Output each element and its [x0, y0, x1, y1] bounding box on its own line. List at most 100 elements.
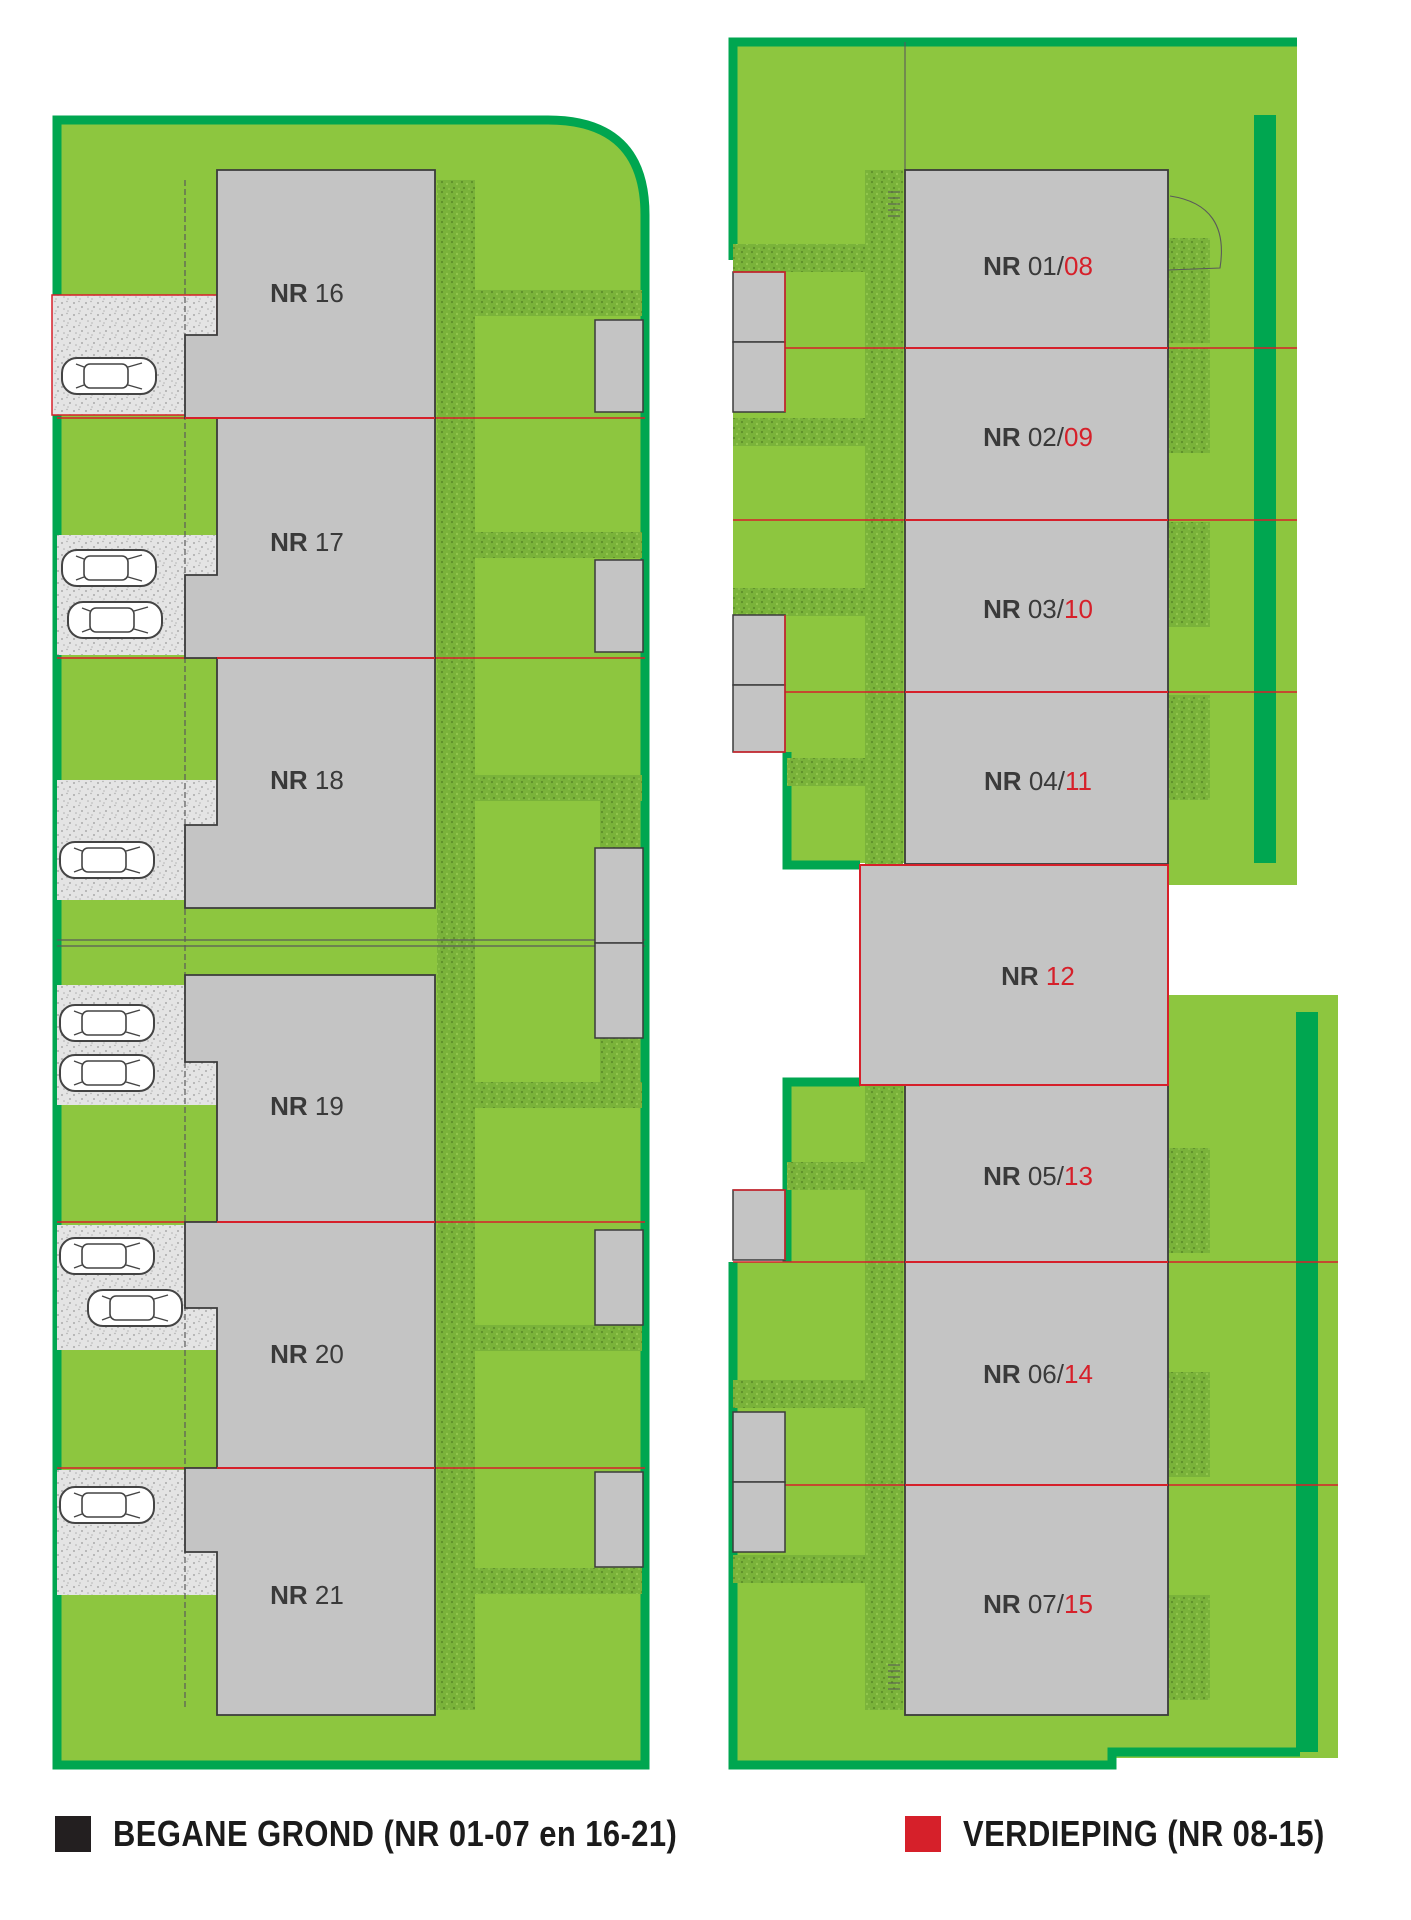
house-footprint — [904, 1084, 1169, 1263]
unit-ground-number: 21 — [315, 1580, 344, 1610]
right-red-separators — [905, 347, 1168, 1486]
unit-label: NR 19 — [270, 1091, 344, 1121]
right-hedge-rows — [1254, 115, 1318, 1752]
unit-label: NR 03/10 — [983, 594, 1093, 624]
left-lawn — [57, 120, 645, 1765]
unit-ground-number: 17 — [315, 527, 344, 557]
unit-prefix: NR — [983, 1359, 1028, 1389]
unit-prefix: NR — [983, 1589, 1028, 1619]
unit-prefix: NR — [270, 1339, 315, 1369]
shed — [732, 1481, 786, 1553]
shed — [732, 684, 786, 753]
right-block: NR 01/08 NR 02/09 NR 03/10 NR 04/11 NR 12 NR … — [728, 37, 1338, 1770]
shed — [594, 942, 644, 1039]
house-footprint-upper — [859, 864, 1169, 1086]
legend-ground-label: BEGANE GROND (NR 01-07 en 16-21) — [113, 1813, 678, 1854]
unit-prefix: NR — [983, 422, 1028, 452]
stair-marks — [888, 191, 900, 1690]
car-icon — [67, 601, 163, 639]
unit-upper-number: 15 — [1064, 1589, 1093, 1619]
unit-ground-number: 18 — [315, 765, 344, 795]
shed — [594, 559, 644, 653]
right-grey-lines — [904, 42, 1222, 271]
unit-upper-number: 13 — [1064, 1161, 1093, 1191]
unit-ground-number: 07 — [1028, 1589, 1057, 1619]
unit-label: NR 17 — [270, 527, 344, 557]
car-icon — [59, 1054, 155, 1092]
unit-ground-number: 16 — [315, 278, 344, 308]
shed — [732, 341, 786, 413]
unit-label: NR 16 — [270, 278, 344, 308]
unit-ground-number: 02 — [1028, 422, 1057, 452]
house-footprint — [904, 169, 1169, 349]
car-icon — [59, 1486, 155, 1524]
unit-prefix: NR — [270, 278, 315, 308]
house-footprint — [904, 1484, 1169, 1716]
unit-prefix: NR — [983, 594, 1028, 624]
unit-ground-number: 06 — [1028, 1359, 1057, 1389]
legend: BEGANE GROND (NR 01-07 en 16-21) VERDIEP… — [0, 1795, 1411, 1875]
unit-label: NR 21 — [270, 1580, 344, 1610]
shed — [594, 319, 644, 413]
unit-label: NR 01/08 — [983, 251, 1093, 281]
legend-upper-floor: VERDIEPING (NR 08-15) — [905, 1813, 1384, 1855]
car-icon — [61, 549, 157, 587]
shed — [732, 271, 786, 343]
unit-label: NR 04/11 — [984, 766, 1092, 796]
right-sheds — [732, 271, 786, 1553]
unit-ground-number: 19 — [315, 1091, 344, 1121]
unit-prefix: NR — [270, 765, 315, 795]
right-houses — [904, 169, 1169, 1716]
car-icon — [87, 1289, 183, 1327]
left-garden-paths — [437, 180, 642, 1710]
unit-label: NR 07/15 — [983, 1589, 1093, 1619]
right-unit-labels: NR 01/08 NR 02/09 NR 03/10 NR 04/11 NR 12 NR … — [983, 251, 1093, 1619]
unit-prefix: NR — [984, 766, 1029, 796]
shed — [594, 1229, 644, 1326]
unit-ground-number: 01 — [1028, 251, 1057, 281]
unit-prefix: NR — [270, 1091, 315, 1121]
unit-ground-number: 03 — [1028, 594, 1057, 624]
unit-prefix: NR — [1001, 961, 1046, 991]
shed — [732, 1189, 786, 1261]
unit-label: NR 20 — [270, 1339, 344, 1369]
right-shed-red-outline — [733, 271, 786, 1260]
legend-ground-floor: BEGANE GROND (NR 01-07 en 16-21) — [55, 1813, 769, 1855]
shed — [594, 847, 644, 944]
unit-label: NR 02/09 — [983, 422, 1093, 452]
house-footprint — [904, 1261, 1169, 1486]
left-sheds — [594, 319, 644, 1568]
legend-upper-label: VERDIEPING (NR 08-15) — [963, 1813, 1325, 1854]
unit-ground-number: 20 — [315, 1339, 344, 1369]
house-footprint — [904, 347, 1169, 521]
unit-label: NR 06/14 — [983, 1359, 1093, 1389]
ground-floor-swatch — [55, 1816, 91, 1852]
unit-label: NR 12 — [1001, 961, 1075, 991]
unit-upper-number: 14 — [1064, 1359, 1093, 1389]
left-hedge-border — [52, 115, 650, 1770]
house-footprint — [904, 519, 1169, 693]
unit-prefix: NR — [270, 527, 315, 557]
unit-label: NR 18 — [270, 765, 344, 795]
unit-upper-number: 11 — [1065, 766, 1092, 796]
unit-ground-number: 04 — [1029, 766, 1058, 796]
shed — [594, 1471, 644, 1568]
car-icon — [61, 357, 157, 395]
unit-upper-number: 09 — [1064, 422, 1093, 452]
unit-prefix: NR — [983, 1161, 1028, 1191]
unit-label: NR 05/13 — [983, 1161, 1093, 1191]
unit-prefix: NR — [983, 251, 1028, 281]
left-plot-dividers-grey — [57, 180, 645, 1710]
unit-prefix: NR — [270, 1580, 315, 1610]
car-icon — [59, 1237, 155, 1275]
car-icon — [59, 1004, 155, 1042]
shed — [732, 614, 786, 686]
shed — [732, 1411, 786, 1483]
left-red-tops — [185, 417, 435, 1469]
unit-ground-number: 05 — [1028, 1161, 1057, 1191]
unit-upper-number: 10 — [1064, 594, 1093, 624]
left-houses — [184, 169, 436, 1716]
